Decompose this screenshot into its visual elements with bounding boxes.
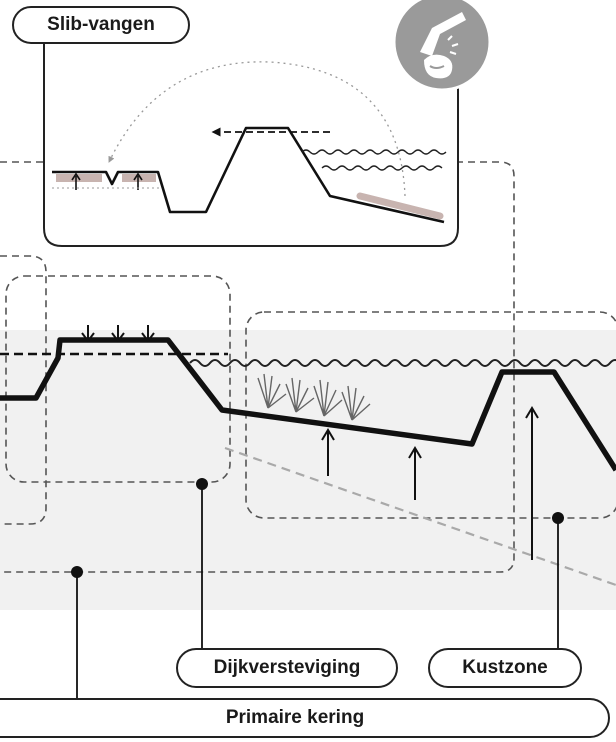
excavator-hand-icon (392, 0, 492, 92)
dike-crown-arrows (81, 325, 155, 343)
reed-plants (257, 373, 371, 421)
slib-vangen-panel (43, 30, 459, 247)
primaire-kering-box (0, 161, 515, 573)
inset-water-wave-1 (301, 149, 447, 155)
inset-transfer-arc (108, 61, 406, 197)
kustzone-up-arrows (321, 406, 539, 560)
dijkversteviging-box (5, 275, 231, 483)
terrain-profile-left (0, 337, 616, 472)
connector-lines (76, 484, 559, 700)
slib-vangen-label: Slib-vangen (12, 6, 190, 44)
left-dashed-box (0, 255, 47, 525)
water-surface (189, 359, 616, 367)
connector-dots (71, 478, 564, 578)
primaire-kering-label: Primaire kering (0, 698, 610, 738)
dijkversteviging-label: Dijkversteviging (176, 648, 398, 688)
inset-field-fill-right (122, 174, 156, 182)
inset-water-wave-2 (321, 165, 443, 171)
inset-terrain (52, 126, 445, 224)
kustzone-label: Kustzone (428, 648, 582, 688)
inset-sediment-bed (356, 192, 444, 220)
subsoil-slope-line (224, 446, 616, 587)
